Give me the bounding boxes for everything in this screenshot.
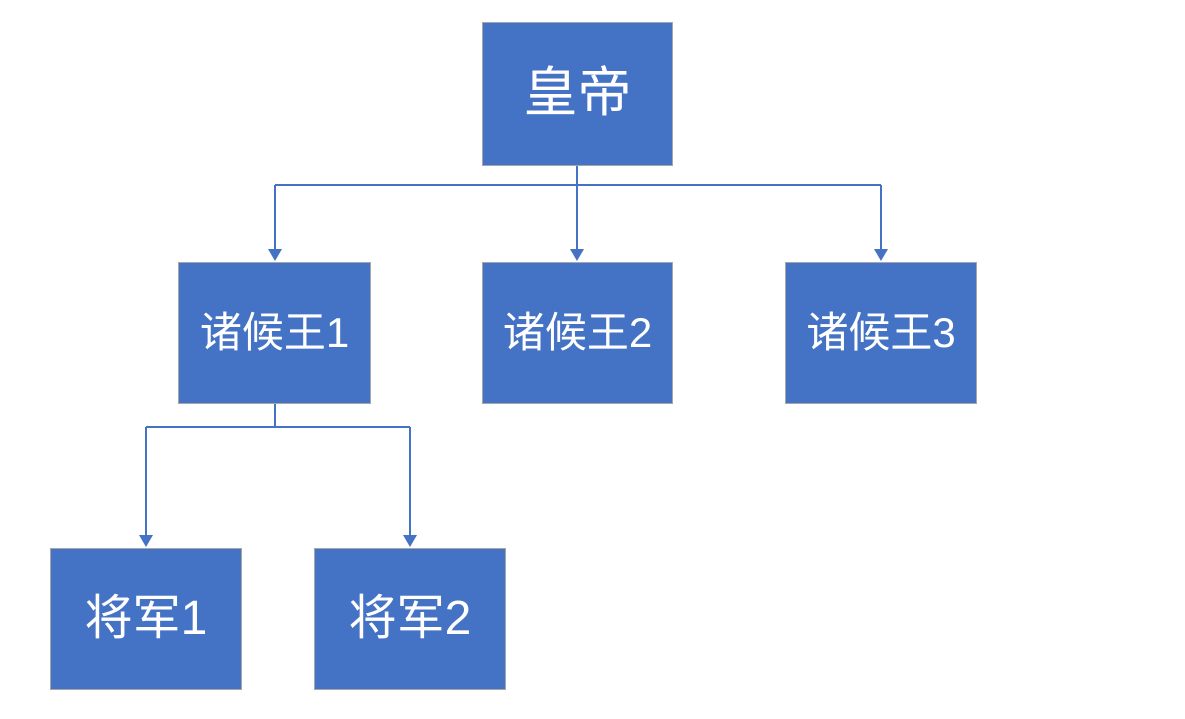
connector-king1-stem	[146, 404, 410, 428]
connector-emperor-king1	[268, 185, 282, 261]
connector-king1-general1	[139, 427, 153, 547]
node-king-2: 诸候王2	[482, 262, 673, 404]
node-king-3-label: 诸候王3	[806, 308, 956, 356]
connector-emperor-king2	[570, 185, 584, 261]
connector-king1-general2	[403, 427, 417, 547]
node-king-1-label: 诸候王1	[199, 308, 350, 356]
connector-emperor-king3	[874, 185, 888, 261]
node-emperor-label: 皇帝	[523, 63, 632, 124]
node-general-2-label: 将军2	[348, 591, 472, 645]
node-emperor: 皇帝	[482, 22, 673, 166]
connector-emperor-stem	[275, 166, 881, 186]
node-general-2: 将军2	[314, 548, 506, 690]
node-king-1: 诸候王1	[178, 262, 371, 404]
node-king-3: 诸候王3	[785, 262, 977, 404]
node-general-1-label: 将军1	[84, 591, 208, 645]
node-king-2-label: 诸候王2	[502, 308, 653, 356]
node-general-1: 将军1	[50, 548, 242, 690]
